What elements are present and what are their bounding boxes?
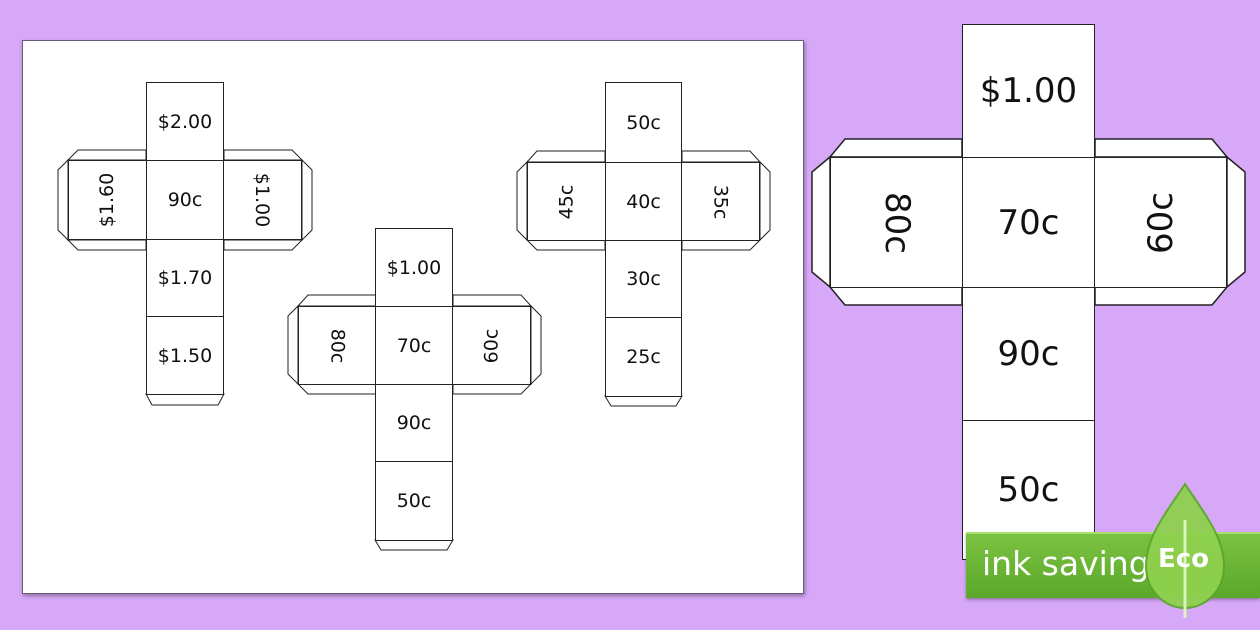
big-face-left: 80c <box>830 157 963 288</box>
eco-banner-text: ink saving <box>982 544 1150 583</box>
net1-face-center: 90c <box>146 160 224 240</box>
net3-face-below: 30c <box>605 240 682 318</box>
net1-face-top: $2.00 <box>146 82 224 161</box>
big-face-center: 70c <box>962 157 1095 288</box>
net2-face-right: 60c <box>452 306 531 385</box>
net3-face-left: 45c <box>527 162 606 241</box>
big-face-right: 60c <box>1094 157 1227 288</box>
net1-face-bottom: $1.50 <box>146 316 224 395</box>
big-face-below: 90c <box>962 287 1095 421</box>
net2-face-center: 70c <box>375 306 453 385</box>
net3-face-top: 50c <box>605 82 682 163</box>
eco-label: Eco <box>1158 544 1210 574</box>
big-face-top: $1.00 <box>962 24 1095 158</box>
net2-face-left: 80c <box>298 306 376 385</box>
net1-face-right: $1.00 <box>223 160 302 240</box>
net3-face-center: 40c <box>605 162 682 241</box>
net3-face-right: 35c <box>681 162 760 241</box>
net2-face-top: $1.00 <box>375 228 453 307</box>
net3-face-bottom: 25c <box>605 317 682 397</box>
leaf-icon <box>1144 482 1226 618</box>
net2-face-below: 90c <box>375 384 453 462</box>
net2-face-bottom: 50c <box>375 461 453 541</box>
net1-face-below: $1.70 <box>146 239 224 317</box>
